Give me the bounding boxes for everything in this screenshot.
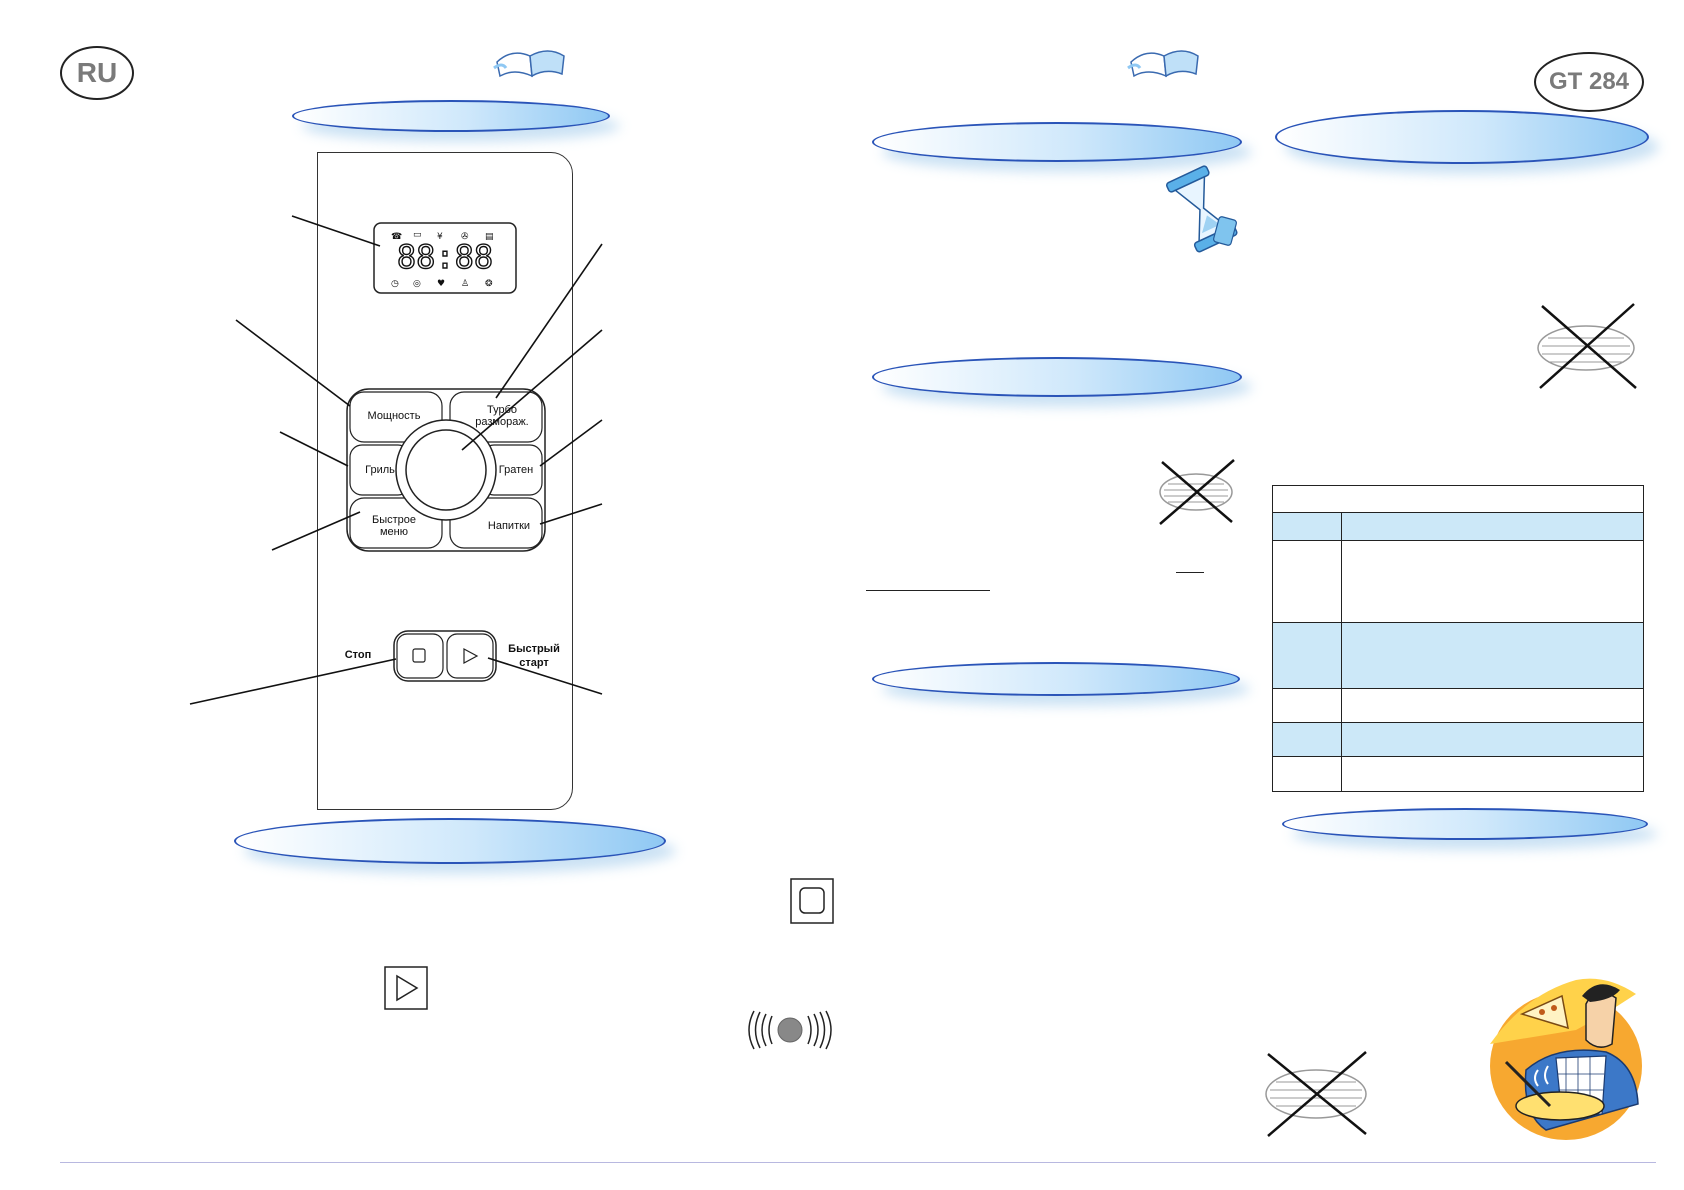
crossed-rack-icon <box>1265 1051 1367 1137</box>
book-icon <box>1127 50 1199 78</box>
svg-text:♙: ♙ <box>461 279 469 289</box>
section-header-pill <box>1282 808 1648 840</box>
chef-illustration <box>1490 978 1642 1140</box>
svg-text:◎: ◎ <box>413 279 421 289</box>
display-digits: 88:88 <box>397 238 493 276</box>
vibration-icon <box>748 1010 832 1050</box>
footer-divider <box>60 1162 1656 1163</box>
section-header-pill <box>872 122 1242 162</box>
leader-lines <box>189 215 603 705</box>
table-row <box>1273 688 1643 723</box>
table-row <box>1273 540 1643 623</box>
crossed-rack-icon <box>1159 459 1235 525</box>
model-badge: GT 284 <box>1534 52 1644 112</box>
drinks-button[interactable]: Напитки <box>487 520 531 532</box>
turbo-defrost-label-line1: Турбо <box>486 404 517 416</box>
gratin-button[interactable]: Гратен <box>498 464 534 476</box>
info-table <box>1272 485 1644 792</box>
dial-knob <box>405 429 487 511</box>
crossed-rack-icon <box>1537 303 1637 389</box>
hourglass-icon <box>1166 165 1238 253</box>
section-header-pill <box>292 100 610 132</box>
section-header-pill <box>872 357 1242 397</box>
stop-start-buttons <box>393 630 497 682</box>
table-row <box>1273 512 1643 541</box>
svg-text:▭: ▭ <box>413 230 422 240</box>
svg-text:¥: ¥ <box>437 232 443 242</box>
quick-start-label-line2: старт <box>519 657 549 669</box>
section-header-pill <box>234 818 666 864</box>
section-header-pill <box>872 662 1240 696</box>
table-row <box>1273 756 1643 791</box>
play-icon <box>384 966 428 1010</box>
stop-icon <box>790 878 834 924</box>
stop-button[interactable]: Стоп <box>344 649 372 661</box>
underline-mark <box>866 590 990 591</box>
book-icon <box>493 50 565 78</box>
lcd-display: ☎ ▭ ¥ ✇ ▤ ◷ ◎ ♥ ♙ ❂ 88:88 <box>373 222 517 294</box>
table-row <box>1273 486 1643 512</box>
section-header-pill <box>1275 110 1649 164</box>
svg-text:☎: ☎ <box>391 232 402 242</box>
language-badge: RU <box>60 46 134 100</box>
quick-start-button[interactable]: Быстрый старт <box>500 642 568 670</box>
quick-menu-button[interactable]: Быстрое меню <box>352 514 436 538</box>
turbo-defrost-label-line2: размораж. <box>475 416 529 428</box>
svg-text:✇: ✇ <box>461 232 469 242</box>
turbo-defrost-button[interactable]: Турбо размораж. <box>460 404 544 428</box>
svg-text:♥: ♥ <box>437 279 445 289</box>
svg-text:❂: ❂ <box>485 279 493 289</box>
grill-button[interactable]: Гриль <box>365 464 395 476</box>
table-row <box>1273 622 1643 689</box>
underline-mark <box>1176 572 1204 573</box>
table-row <box>1273 722 1643 757</box>
button-cluster <box>346 388 546 552</box>
quick-menu-label-line2: меню <box>379 526 408 538</box>
svg-text:▤: ▤ <box>485 232 494 242</box>
svg-text:◷: ◷ <box>391 279 399 289</box>
power-button[interactable]: Мощность <box>367 410 421 422</box>
quick-menu-label-line1: Быстрое <box>371 514 417 526</box>
quick-start-label-line1: Быстрый <box>508 643 560 655</box>
